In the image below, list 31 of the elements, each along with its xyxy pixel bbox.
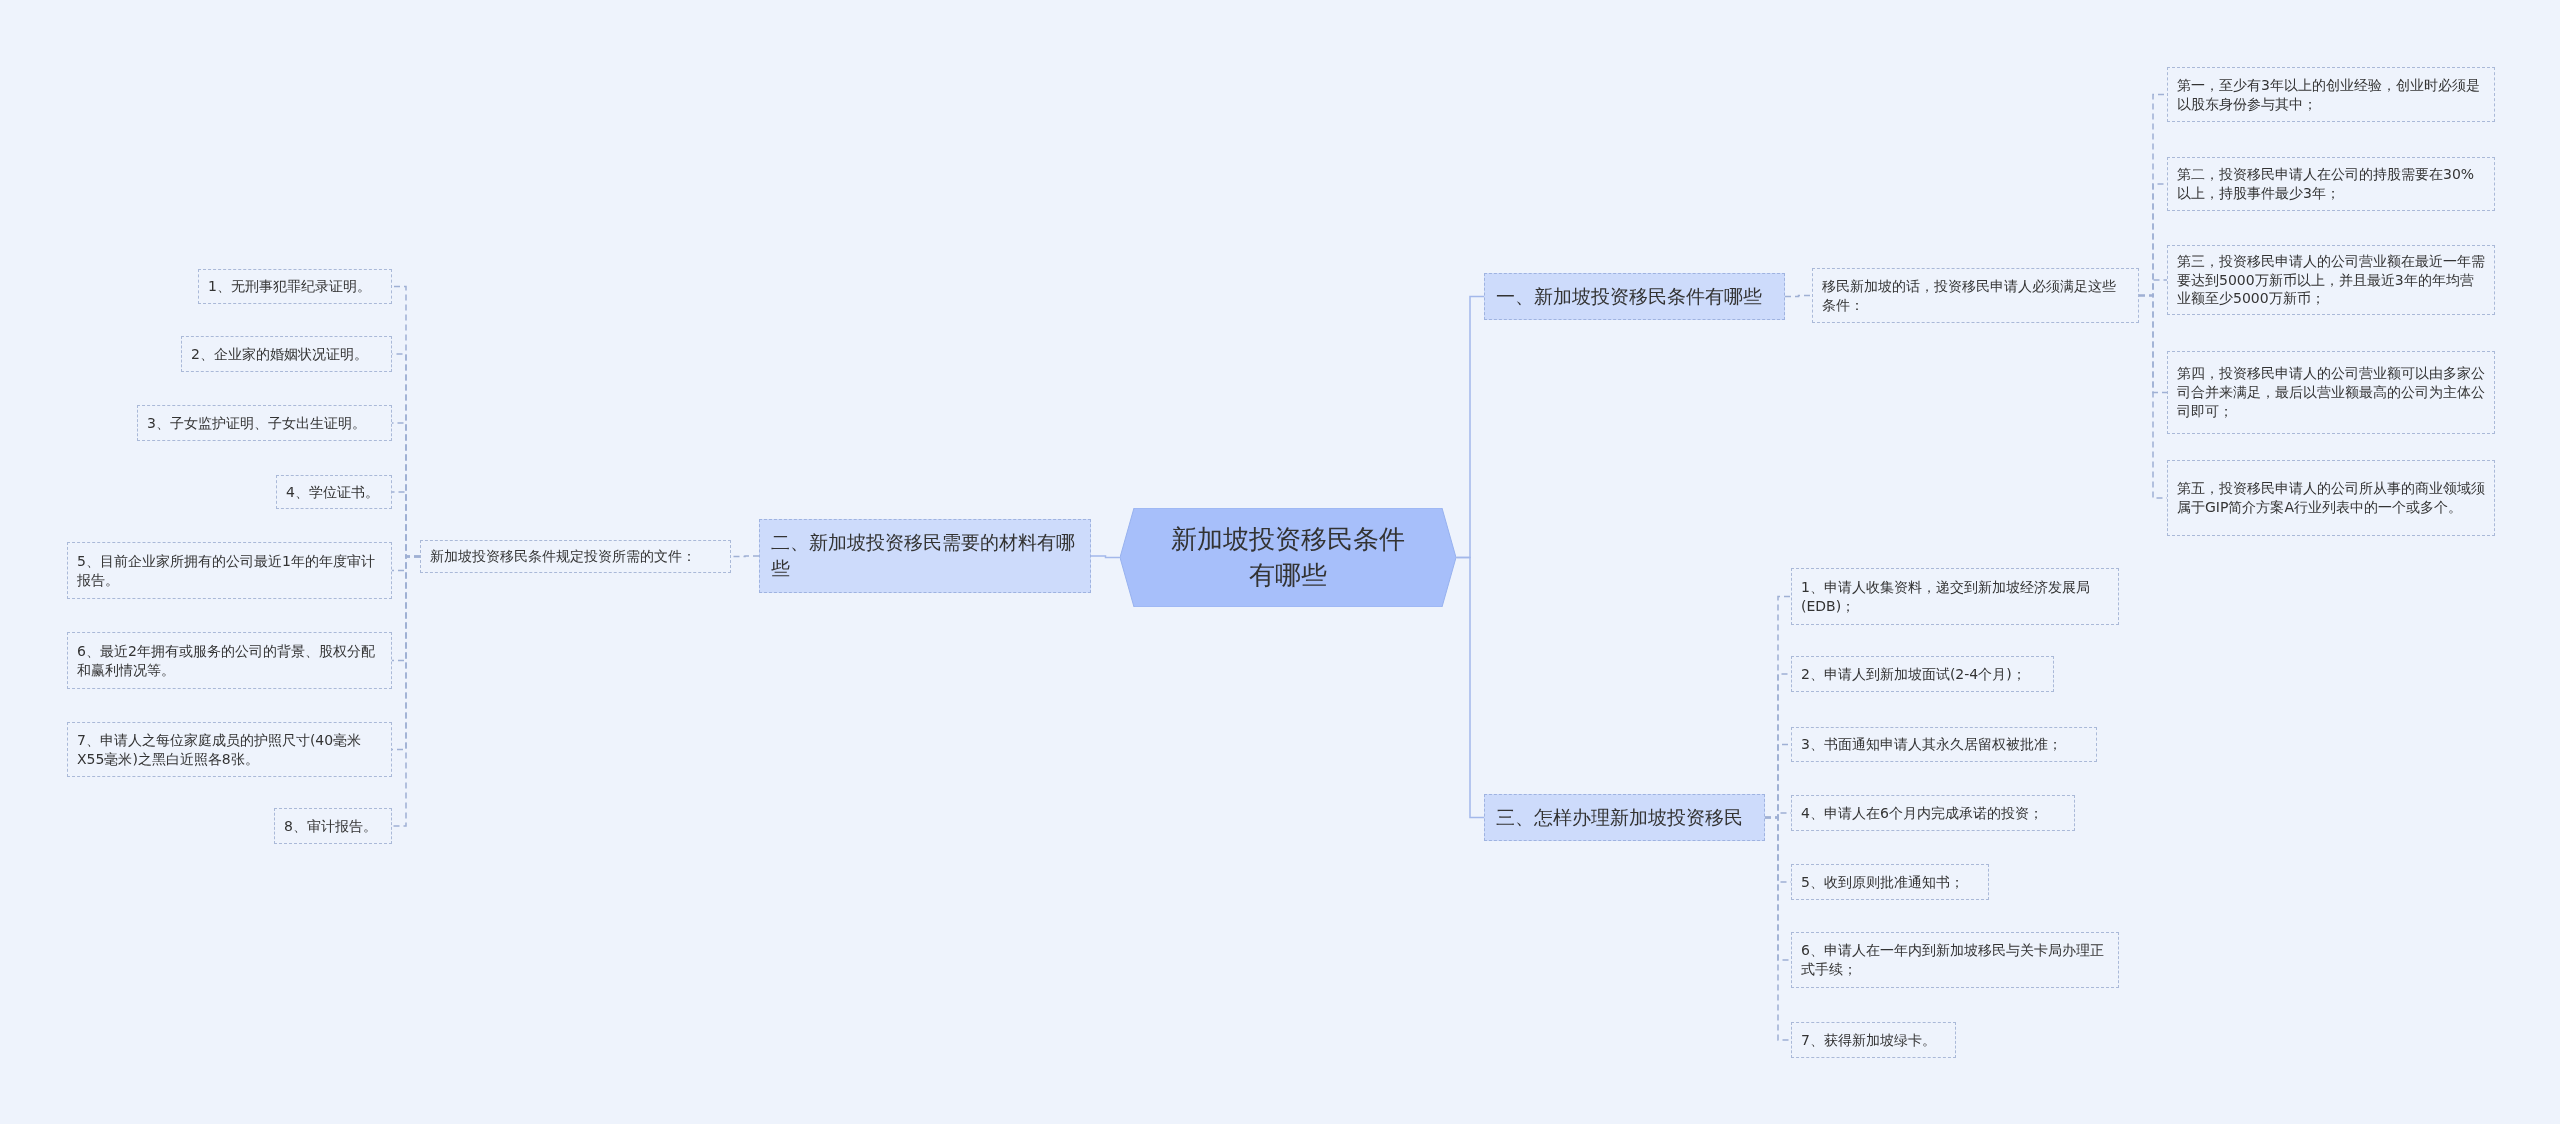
subtopic-box: 1、无刑事犯罪纪录证明。	[198, 269, 392, 304]
subtopic-box: 3、书面通知申请人其永久居留权被批准；	[1791, 727, 2097, 762]
topic-box: 二、新加坡投资移民需要的材料有哪些	[759, 519, 1091, 593]
subtopic-box: 6、最近2年拥有或服务的公司的背景、股权分配和赢利情况等。	[67, 632, 392, 689]
subtopic-box: 7、申请人之每位家庭成员的护照尺寸(40毫米X55毫米)之黑白近照各8张。	[67, 722, 392, 777]
subtopic-box: 新加坡投资移民条件规定投资所需的文件：	[420, 540, 731, 573]
subtopic-box: 8、审计报告。	[274, 808, 392, 844]
subtopic-box: 2、申请人到新加坡面试(2-4个月)；	[1791, 656, 2054, 692]
subtopic-box: 第五，投资移民申请人的公司所从事的商业领域须属于GIP简介方案A行业列表中的一个或多个。	[2167, 460, 2495, 536]
subtopic-box: 4、学位证书。	[276, 475, 392, 509]
subtopic-box: 第一，至少有3年以上的创业经验，创业时必须是以股东身份参与其中；	[2167, 67, 2495, 122]
subtopic-box: 第四，投资移民申请人的公司营业额可以由多家公司合并来满足，最后以营业额最高的公司为主体公司即可；	[2167, 351, 2495, 434]
subtopic-box: 4、申请人在6个月内完成承诺的投资；	[1791, 795, 2075, 831]
connector-line	[1784, 294, 1813, 298]
subtopic-box: 5、收到原则批准通知书；	[1791, 864, 1989, 900]
connector-line	[1090, 555, 1121, 559]
connector-line	[1455, 556, 1485, 819]
subtopic-box: 移民新加坡的话，投资移民申请人必须满足这些条件：	[1812, 268, 2139, 323]
subtopic-box: 6、申请人在一年内到新加坡移民与关卡局办理正式手续；	[1791, 932, 2119, 988]
subtopic-box: 5、目前企业家所拥有的公司最近1年的年度审计报告。	[67, 542, 392, 599]
subtopic-box: 2、企业家的婚姻状况证明。	[181, 336, 392, 372]
subtopic-box: 1、申请人收集资料，递交到新加坡经济发展局(EDB)；	[1791, 568, 2119, 625]
subtopic-box: 7、获得新加坡绿卡。	[1791, 1022, 1956, 1058]
subtopic-box: 第三，投资移民申请人的公司营业额在最近一年需要达到5000万新币以上，并且最近3年的年均营业额至少5000万新币；	[2167, 245, 2495, 315]
topic-box: 一、新加坡投资移民条件有哪些	[1484, 273, 1785, 320]
topic-box: 三、怎样办理新加坡投资移民	[1484, 794, 1765, 841]
subtopic-box: 3、子女监护证明、子女出生证明。	[137, 405, 392, 441]
central-topic-hexagon: 新加坡投资移民条件有哪些	[1120, 508, 1456, 607]
subtopic-box: 第二，投资移民申请人在公司的持股需要在30%以上，持股事件最少3年；	[2167, 157, 2495, 211]
connector-line	[1764, 816, 1792, 1041]
connector-line	[391, 555, 421, 827]
